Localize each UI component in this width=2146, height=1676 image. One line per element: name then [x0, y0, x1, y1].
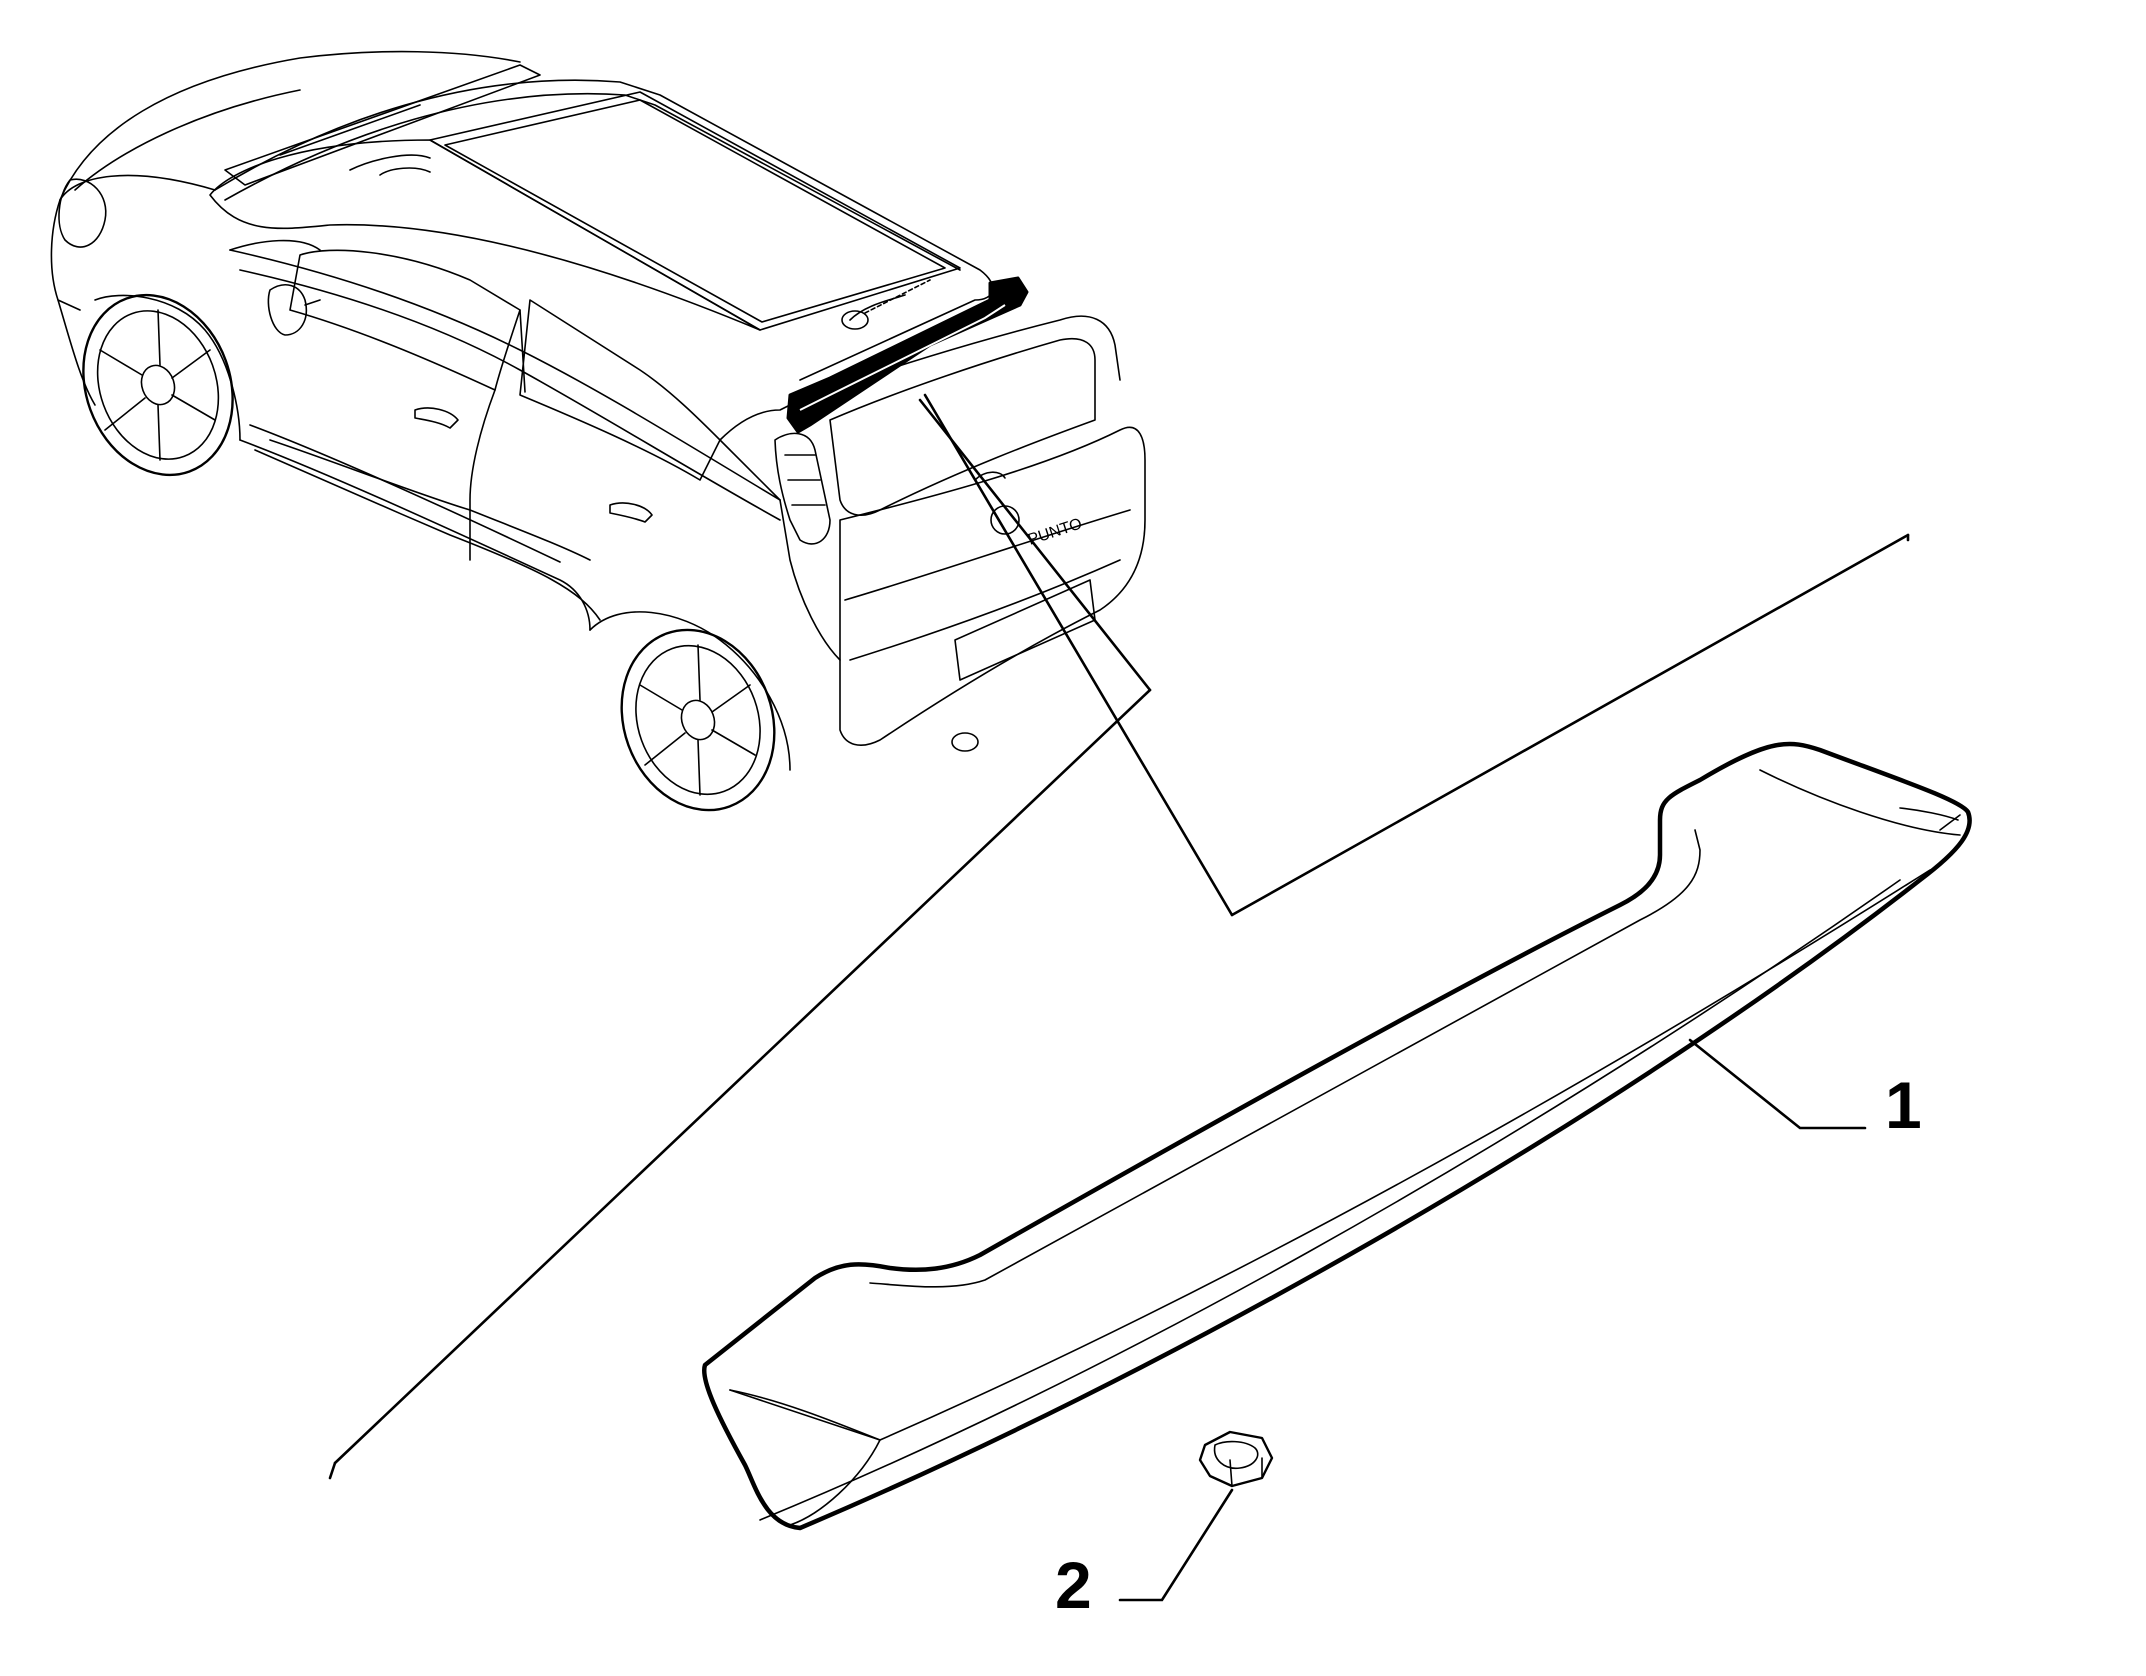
spoiler-position-highlight [786, 276, 1029, 434]
car-illustration: PUNTO [50, 50, 1146, 812]
nut-part [1198, 1430, 1274, 1488]
spoiler-part [701, 741, 1972, 1531]
front-wheel [82, 293, 234, 477]
callout-1-leader [1688, 1038, 1867, 1130]
callout-2-number: 2 [1055, 1548, 1092, 1622]
exploded-view-frame [328, 393, 1910, 1480]
callout-1-number: 1 [1885, 1068, 1922, 1142]
rear-wheel [620, 628, 776, 812]
callout-2-leader [1118, 1488, 1234, 1602]
